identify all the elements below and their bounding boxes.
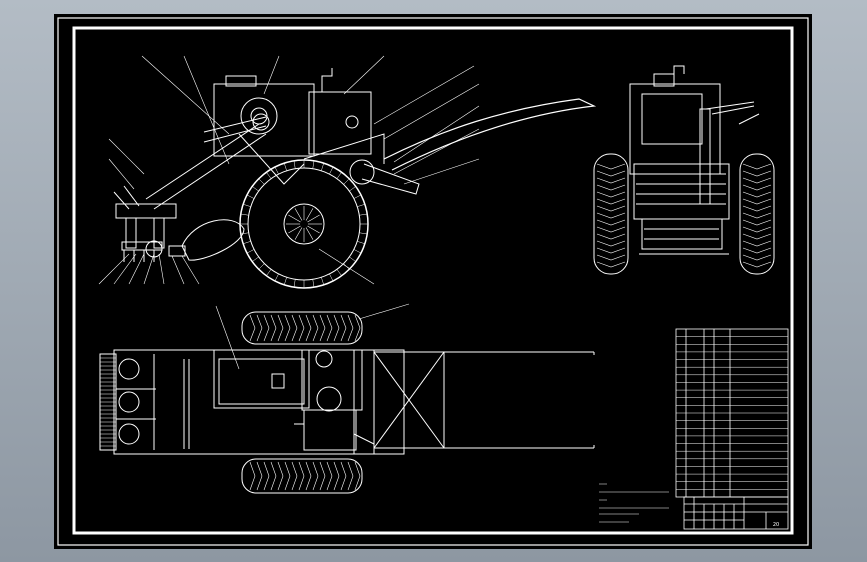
tiller-tines [100, 357, 116, 447]
front-view [593, 65, 775, 275]
top-view [99, 303, 595, 494]
tire-treads-top [249, 314, 361, 491]
technical-notes [599, 483, 669, 523]
title-block: 20 [683, 496, 789, 530]
tire-treads [596, 163, 772, 268]
wheel-spokes [240, 160, 368, 288]
sheet-number: 20 [773, 522, 779, 528]
side-view [98, 55, 597, 289]
drawing-canvas: 20 [57, 17, 809, 546]
sheet-outer-border [57, 17, 809, 546]
parts-list-rows [676, 336, 788, 490]
drawing-sheet: 20 [54, 14, 812, 549]
sheet-inner-border [72, 26, 794, 535]
parts-list-table [675, 328, 789, 498]
